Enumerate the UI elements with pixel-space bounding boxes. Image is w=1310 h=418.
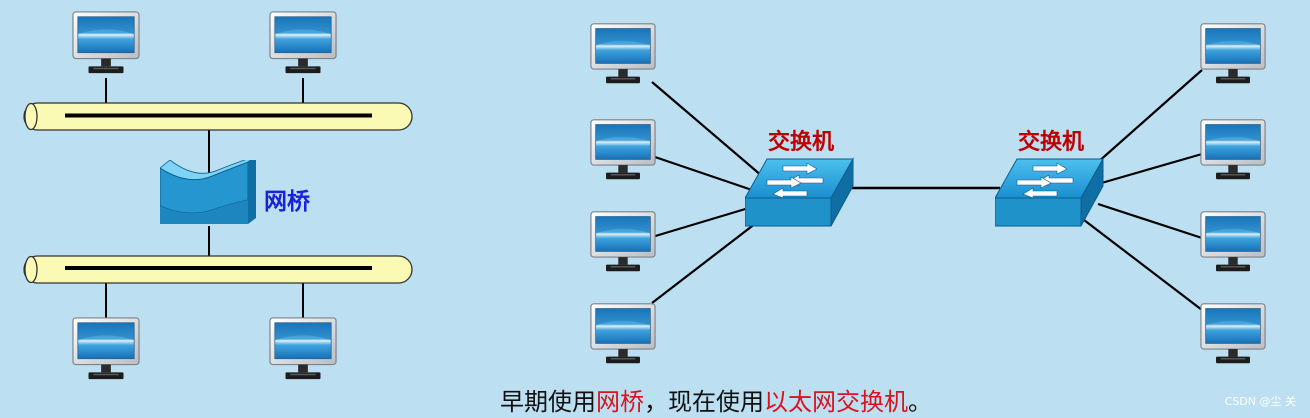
caption-part-1: 早期使用 <box>500 388 596 416</box>
computer-icon <box>1200 303 1266 364</box>
switch-icon <box>995 158 1104 227</box>
computer-icon <box>72 11 140 74</box>
caption-part-3: ，现在使用 <box>644 388 764 416</box>
caption: 早期使用网桥，现在使用以太网交换机。 <box>500 386 932 418</box>
computer-icon <box>72 317 140 380</box>
computer-icon <box>590 303 656 364</box>
caption-highlight-bridge: 网桥 <box>596 388 644 416</box>
computer-icon <box>269 11 337 74</box>
bridge-label: 网桥 <box>264 189 310 215</box>
ethernet-bus-cable-upper <box>23 102 413 131</box>
computer-icon <box>1200 211 1266 272</box>
switch-label-left: 交换机 <box>768 130 835 155</box>
switch-label-right: 交换机 <box>1018 130 1085 155</box>
switch-topology <box>590 23 1266 364</box>
ethernet-bus-cable-lower <box>23 255 413 284</box>
switch-icon <box>745 158 854 227</box>
computer-icon <box>269 317 337 380</box>
caption-highlight-switch: 以太网交换机 <box>764 388 908 416</box>
computer-icon <box>590 211 656 272</box>
computer-icon <box>1200 119 1266 180</box>
computer-icon <box>1200 23 1266 84</box>
bridge-topology <box>23 11 413 380</box>
computer-icon <box>590 119 656 180</box>
computer-icon <box>590 23 656 84</box>
caption-part-5: 。 <box>908 388 932 416</box>
watermark: CSDN @尘 关 <box>1224 395 1296 408</box>
